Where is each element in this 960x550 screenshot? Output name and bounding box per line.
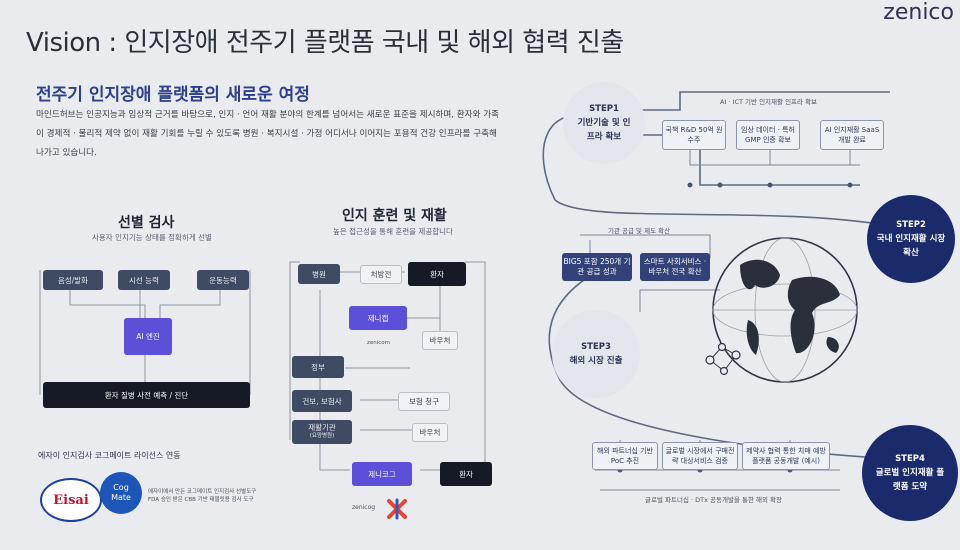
step4-text: 글로벌 인지재활 플랫폼 도약 (875, 468, 945, 492)
zenicog-logo-text: zenicog (352, 504, 376, 511)
step1-item-saas: AI 인지재활 SaaS 개발 완료 (820, 120, 884, 150)
globe-icon (712, 237, 858, 383)
hospital-box: 병원 (298, 264, 340, 284)
step3-item-poc: 해외 파트너십 기반 PoC 추진 (592, 442, 658, 470)
voucher-bottom-box: 바우처 (412, 423, 448, 442)
step1-circle: STEP1 기반기술 및 인프라 확보 (563, 82, 645, 164)
step3-label: STEP3 (581, 342, 611, 352)
patient-box-bottom: 환자 (440, 462, 492, 486)
step1-item-clinical: 임상 데이터 · 특허 GMP 인증 확보 (736, 120, 800, 150)
step1-label: STEP1 (589, 104, 619, 114)
step3-item-pharma: 제약사 협력 통한 치매 예방 플랫폼 공동개발 (예시) (742, 442, 830, 470)
zenicap-box: 제니캡 (349, 306, 407, 330)
brand-logo: zenico (883, 0, 954, 25)
step1-item-rnd: 국책 R&D 50억 원 수주 (662, 120, 726, 150)
partner-caption: 에자이 인지검사 코그메이트 라이선스 연동 (38, 451, 181, 460)
reimbursement-box: 보험 청구 (398, 392, 450, 411)
step2-label: STEP2 (896, 220, 926, 230)
rehab-org-label: 재활기관 (308, 423, 336, 432)
step3-circle: STEP3 해외 시장 진출 (552, 310, 640, 398)
step3-footer: 글로벌 파트너십 · DTx 공동개발을 통한 해외 확장 (645, 496, 782, 504)
government-box: 정부 (292, 356, 344, 378)
intro-paragraph: 마인드허브는 인공지능과 임상적 근거를 바탕으로, 인지 · 언어 재활 분야… (36, 110, 500, 158)
step1-text: 기반기술 및 인프라 확보 (577, 118, 631, 142)
rehab-org-sublabel: (요양병원) (309, 433, 335, 439)
step1-header: AI · ICT 기반 인지재활 인프라 확보 (720, 98, 818, 106)
input-voice: 음성/발화 (43, 270, 103, 290)
step3-item-market: 글로벌 시장에서 구매전략 대상서비스 검증 (662, 442, 738, 470)
training-title: 인지 훈련 및 재활 (342, 208, 447, 224)
eisai-logo-text: Eisai (53, 492, 89, 508)
step4-label: STEP4 (895, 454, 925, 464)
section-subtitle: 전주기 인지장애 플랫폼의 새로운 여정 (36, 85, 310, 105)
screening-subtitle: 사용자 인지기능 상태를 정확하게 선별 (92, 233, 212, 242)
eisai-logo: Eisai (40, 478, 102, 522)
step3-text: 해외 시장 진출 (569, 356, 623, 366)
diagnosis-result: 환자 질병 사전 예측 / 진단 (43, 382, 250, 408)
step2-item-voucher: 스마트 사회서비스 · 바우처 전국 확산 (640, 253, 710, 281)
ai-engine: AI 엔진 (124, 318, 172, 355)
prescription-box: 처방전 (360, 265, 402, 284)
zenicog-box: 제니코그 (352, 462, 412, 486)
step2-item-big5: BIG5 포함 250개 기관 공급 성과 (562, 253, 632, 281)
step4-circle: STEP4 글로벌 인지재활 플랫폼 도약 (862, 425, 958, 521)
training-subtitle: 높은 접근성을 통해 훈련을 제공합니다 (333, 227, 453, 236)
zenicom-label: zenicom (367, 340, 391, 346)
step2-text: 국내 인지재활 시장 확산 (876, 234, 946, 258)
network-icon (705, 342, 741, 376)
step2-circle: STEP2 국내 인지재활 시장 확산 (867, 195, 955, 283)
cogmate-logo: Cog Mate (100, 472, 142, 514)
rehab-org-box: 재활기관 (요양병원) (292, 420, 352, 444)
input-motor: 운동능력 (197, 270, 249, 290)
cogmate-logo-text: Cog Mate (111, 483, 131, 502)
slide-title: Vision : 인지장애 전주기 플랫폼 국내 및 해외 협력 진출 (26, 28, 624, 58)
patient-box-top: 환자 (408, 262, 466, 286)
voucher-right-box: 바우처 (422, 331, 458, 350)
input-gaze: 시선 능력 (118, 270, 170, 290)
insurance-box: 건보, 보험사 (292, 390, 352, 412)
zenicog-logo-icon (387, 498, 407, 520)
step2-header: 기관 공급 및 제도 확산 (608, 227, 671, 235)
screening-title: 선별 검사 (118, 215, 175, 231)
partner-note: 에자이에서 만든 코그메이트 인지검사 선별도구 FDA 승인 받은 CBB 기… (148, 489, 257, 503)
